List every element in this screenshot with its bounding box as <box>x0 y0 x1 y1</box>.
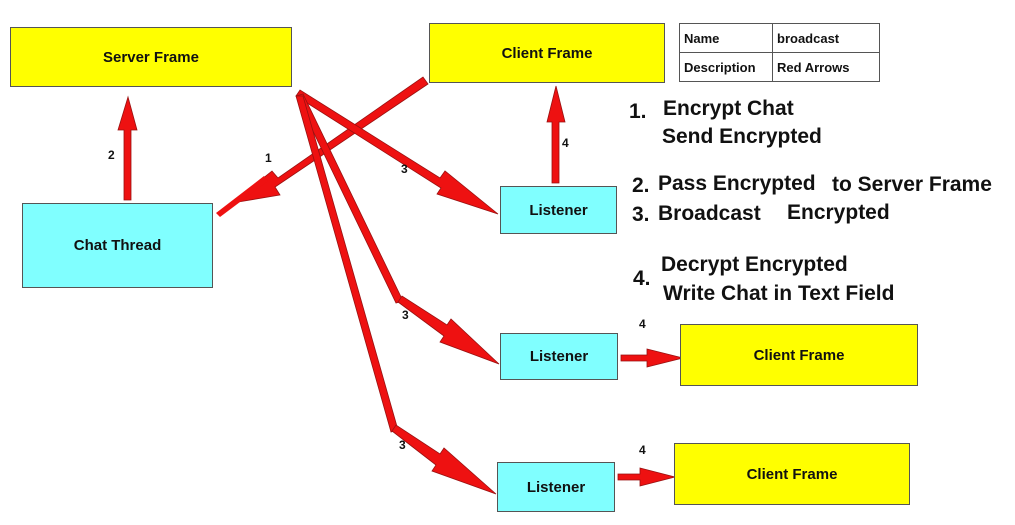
legend-row-description: Description Red Arrows <box>679 52 880 82</box>
arrow-listener-3-to-client <box>617 467 676 487</box>
client-frame-3-node: Client Frame <box>674 443 910 505</box>
chat-thread-label: Chat Thread <box>73 237 162 254</box>
client-frame-3-label: Client Frame <box>746 465 838 483</box>
step-4-line-2: Write Chat in Text Field <box>663 282 895 305</box>
step-1-line-1: Encrypt Chat <box>663 97 794 120</box>
legend-row-name: Name broadcast <box>679 23 880 53</box>
listener-3-label: Listener <box>526 478 586 496</box>
server-frame-label: Server Frame <box>103 48 199 66</box>
arrow-listener-2-to-client <box>620 348 684 368</box>
arrow-chat-thread-to-server <box>117 95 138 201</box>
legend-name-value: broadcast <box>772 23 880 53</box>
step-4-number: 4. <box>633 267 651 290</box>
client-frame-top-label: Client Frame <box>501 44 593 62</box>
edge-label-1: 1 <box>265 151 272 165</box>
arrow-server-to-listener-1 <box>295 89 499 215</box>
listener-3-node: Listener <box>497 462 615 512</box>
client-frame-top-node: Client Frame <box>429 23 665 83</box>
listener-1-node: Listener <box>500 186 617 234</box>
step-2-part-a: Pass Encrypted <box>658 172 816 195</box>
arrow-server-to-listener-3-b <box>391 424 497 495</box>
edge-label-4a: 4 <box>562 136 569 150</box>
client-frame-2-label: Client Frame <box>753 346 845 364</box>
legend-description-key: Description <box>679 52 773 82</box>
chat-thread-node: Chat Thread <box>22 203 213 288</box>
edge-label-3a: 3 <box>401 162 408 176</box>
arrow-listener-to-client-top <box>546 85 566 184</box>
legend-table: Name broadcast Description Red Arrows <box>679 23 880 82</box>
server-frame-node: Server Frame <box>10 27 292 87</box>
edge-label-3c: 3 <box>399 438 406 452</box>
edge-label-4c: 4 <box>639 443 646 457</box>
step-4-line-1: Decrypt Encrypted <box>661 253 848 276</box>
arrow-client-to-chat-thread-tail <box>216 176 268 217</box>
step-2-part-b: to Server Frame <box>832 173 992 196</box>
edge-label-3b: 3 <box>402 308 409 322</box>
arrow-server-to-listener-2-b <box>397 295 500 365</box>
listener-1-label: Listener <box>529 201 588 219</box>
step-1-number: 1. <box>629 100 647 123</box>
legend-name-key: Name <box>679 23 773 53</box>
step-1-line-2: Send Encrypted <box>662 125 822 148</box>
edge-label-2: 2 <box>108 148 115 162</box>
edge-label-4b: 4 <box>639 317 646 331</box>
client-frame-2-node: Client Frame <box>680 324 918 386</box>
legend-description-value: Red Arrows <box>772 52 880 82</box>
step-3-part-b: Encrypted <box>787 201 890 224</box>
step-2-number: 2. <box>632 174 650 197</box>
step-3-number: 3. <box>632 203 650 226</box>
listener-2-node: Listener <box>500 333 618 380</box>
step-3-part-a: Broadcast <box>658 202 761 225</box>
listener-2-label: Listener <box>529 348 589 365</box>
